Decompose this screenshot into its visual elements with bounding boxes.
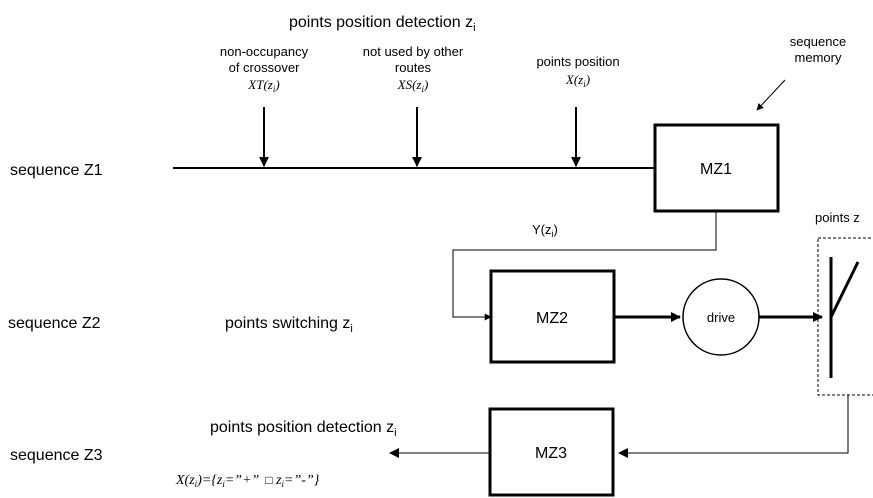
svg-text:not used by other: not used by other xyxy=(363,44,464,59)
svg-text:XS(zi): XS(zi) xyxy=(397,77,429,94)
sequence-z1-label: sequence Z1 xyxy=(10,162,103,179)
svg-text:memory: memory xyxy=(795,50,842,65)
svg-text:of crossover: of crossover xyxy=(229,60,300,75)
points-z-box xyxy=(817,237,873,396)
svg-text:points position: points position xyxy=(536,54,619,69)
input-label-routes: not used by other routes XS(zi) xyxy=(363,44,464,94)
svg-text:sequence: sequence xyxy=(790,34,846,49)
drive-label: drive xyxy=(707,310,735,325)
diagram-title: points position detection zi xyxy=(289,14,476,34)
callout-arrow xyxy=(756,79,786,111)
points-mz3-connector xyxy=(618,395,849,458)
sequence-z3-label: sequence Z3 xyxy=(10,447,103,464)
svg-text:XT(zi): XT(zi) xyxy=(247,77,279,94)
y-label: Y(zi) xyxy=(532,222,558,239)
mz1-box xyxy=(653,123,780,213)
mz1-label: MZ1 xyxy=(700,161,732,178)
y-connector xyxy=(452,211,717,321)
mz3-box xyxy=(488,407,615,497)
svg-text:X(zi): X(zi) xyxy=(565,72,590,89)
detection-z3-label: points position detection zi xyxy=(210,419,397,439)
input-label-position: points position X(zi) xyxy=(536,54,619,89)
points-switch-icon xyxy=(829,257,860,378)
input-label-crossover: non-occupancy of crossover XT(zi) xyxy=(220,44,309,94)
result-formula: X(zi)={zi=”+”□ zi=”-”} xyxy=(175,473,320,489)
sequence-z2-label: sequence Z2 xyxy=(8,315,101,332)
points-z-label: points z xyxy=(815,210,860,225)
mz3-label: MZ3 xyxy=(535,445,567,462)
mz2-label: MZ2 xyxy=(536,310,568,327)
points-switching-label: points switching zi xyxy=(225,315,353,335)
sequence-memory-callout: sequence memory xyxy=(790,34,846,65)
svg-text:non-occupancy: non-occupancy xyxy=(220,44,309,59)
svg-text:routes: routes xyxy=(395,60,432,75)
